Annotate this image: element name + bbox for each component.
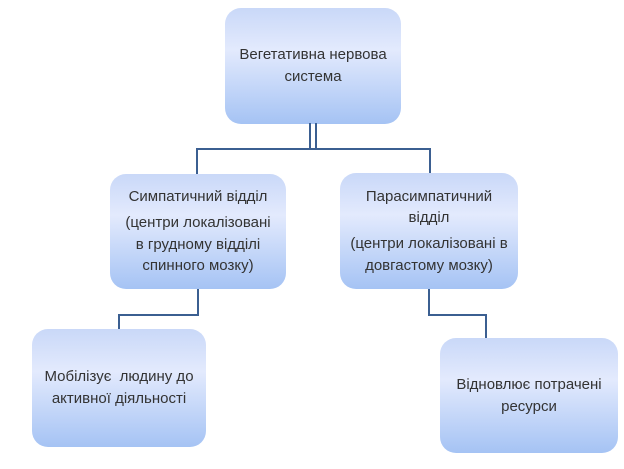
connector-sympathetic-effect-drop [118, 314, 120, 330]
connector-root-stem-right [315, 123, 317, 150]
connector-root-stem-left [309, 123, 311, 150]
node-sympathetic-division: Симпатичний відділ (центри локалізовані … [110, 174, 286, 289]
connector-sympathetic-effect-elbow [118, 314, 199, 316]
connector-drop-sympathetic [196, 148, 198, 175]
node-parasympathetic-effect: Відновлює потрачені ресурси [440, 338, 618, 453]
node-note: (центри локалізовані в грудному відділі … [125, 213, 275, 275]
node-title: Парасимпатичний відділ [365, 187, 497, 227]
connector-parasympathetic-effect-elbow [428, 314, 487, 316]
node-parasympathetic-division: Парасимпатичний відділ (центри локалізов… [340, 173, 518, 289]
node-title: Симпатичний відділ [128, 188, 268, 205]
node-note: (центри локалізовані в довгастому мозку) [350, 235, 512, 274]
node-title: Відновлює потрачені ресурси [456, 375, 606, 415]
connector-parasympathetic-effect-drop [485, 314, 487, 340]
connector-crossbar [196, 148, 431, 150]
connector-parasympathetic-effect-stem [428, 289, 430, 316]
node-sympathetic-effect: Мобілізує людину до активної діяльності [32, 329, 206, 447]
connector-sympathetic-effect-stem [197, 289, 199, 316]
node-title: Вегетативна нервова система [239, 46, 391, 85]
node-autonomic-nervous-system: Вегетативна нервова система [225, 8, 401, 124]
node-title: Мобілізує людину до активної діяльності [44, 368, 198, 407]
connector-drop-parasympathetic [429, 148, 431, 175]
